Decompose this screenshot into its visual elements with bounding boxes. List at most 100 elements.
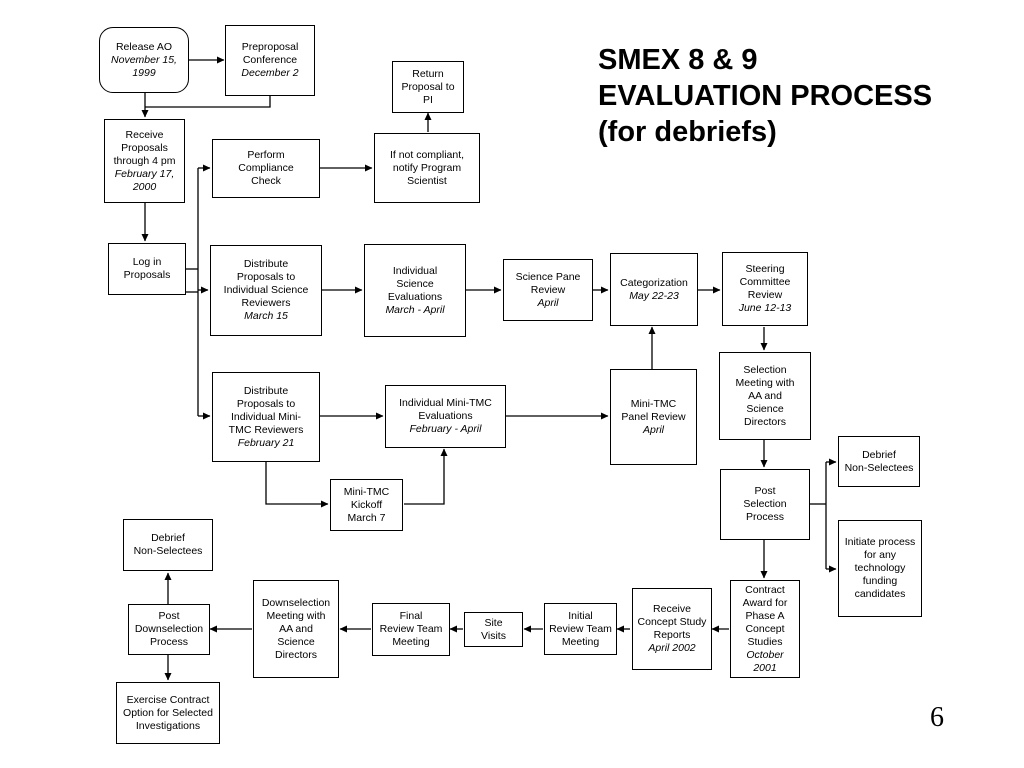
node-label: Distribute — [243, 258, 289, 270]
node-label: Steering — [745, 263, 785, 275]
node-label: Exercise Contract — [126, 693, 210, 706]
node-label: Meeting with — [266, 609, 326, 622]
node-label: notify Program — [392, 161, 462, 174]
node-label: Science — [396, 277, 434, 290]
line-preproposal-merge — [145, 96, 271, 108]
node-downselection-meeting: Downselection Meeting with AA and Scienc… — [253, 580, 339, 678]
node-label: Individual Mini-TMC — [399, 397, 492, 409]
node-label: Categorization — [620, 276, 688, 289]
page-number: 6 — [930, 702, 944, 733]
node-date: March 15 — [244, 310, 288, 322]
node-label: Award for — [742, 596, 788, 609]
node-science-panel: Science Pane Review April — [503, 259, 593, 321]
node-label: AA and — [748, 389, 782, 402]
node-label: Review — [747, 289, 783, 301]
node-date: April — [642, 423, 664, 436]
node-label: Downselection — [261, 596, 331, 609]
node-compliance-check: Perform Compliance Check — [212, 139, 320, 198]
node-not-compliant: If not compliant, notify Program Scienti… — [374, 133, 480, 203]
node-release-ao: Release AO November 15, 1999 — [99, 27, 189, 93]
node-label: Evaluations — [387, 290, 443, 303]
node-label: PI — [423, 93, 433, 106]
node-label: Kickoff — [350, 498, 383, 511]
node-label: Proposals to — [236, 271, 296, 283]
node-label: Debrief — [862, 448, 896, 461]
node-label: Non-Selectees — [133, 545, 203, 557]
node-date: April 2002 — [648, 642, 696, 654]
node-label: TMC Reviewers — [228, 423, 304, 436]
node-label: Reviewers — [241, 297, 291, 309]
node-label: Receive — [125, 128, 164, 141]
node-date: February 17, — [114, 167, 175, 180]
node-log-in-proposals: Log in Proposals — [108, 243, 186, 295]
node-mini-tmc-kickoff: Mini-TMC Kickoff March 7 — [330, 479, 403, 531]
node-label: Panel Review — [621, 410, 686, 423]
node-label: Proposals — [121, 141, 168, 154]
node-label: Meeting — [392, 636, 430, 648]
node-date: March - April — [385, 303, 445, 316]
node-label: Phase A — [745, 609, 785, 622]
node-label: Initial — [568, 609, 593, 622]
node-contract-award: Contract Award for Phase A Concept Studi… — [730, 580, 800, 678]
node-label: Perform — [247, 149, 285, 161]
node-label: Return — [412, 67, 444, 80]
node-label: Check — [251, 175, 281, 187]
node-label: technology — [854, 562, 906, 574]
node-final-review: Final Review Team Meeting — [372, 603, 450, 656]
node-label: funding — [862, 575, 898, 587]
node-label: Science — [277, 635, 315, 648]
node-individual-science: Individual Science Evaluations March - A… — [364, 244, 466, 337]
node-label: AA and — [279, 622, 313, 635]
arrow-kickoff-to-individual-tmc — [404, 448, 448, 505]
node-distribute-science: Distribute Proposals to Individual Scien… — [210, 245, 322, 336]
title-line-3: (for debriefs) — [598, 116, 777, 148]
node-label: Individual Science — [223, 284, 309, 296]
node-label: Meeting — [561, 635, 600, 648]
node-date: 2000 — [132, 180, 157, 193]
node-label: Mini-TMC — [630, 397, 677, 410]
node-site-visits: Site Visits — [464, 612, 523, 647]
node-date: 2001 — [753, 661, 777, 674]
node-label: Concept Study — [637, 616, 707, 628]
node-label: Initiate process — [844, 536, 916, 548]
node-label: Reports — [653, 629, 691, 641]
title-line-2: EVALUATION PROCESS — [598, 80, 933, 112]
node-receive-concept-reports: Receive Concept Study Reports April 2002 — [632, 588, 712, 670]
node-date: October — [746, 648, 784, 661]
node-label: Post — [754, 485, 776, 497]
node-date: May 22-23 — [629, 289, 679, 302]
node-label: If not compliant, — [389, 148, 465, 161]
node-label: Investigations — [135, 719, 201, 732]
node-label: Conference — [242, 54, 298, 66]
arrow-distribute-tmc-to-kickoff — [265, 462, 329, 508]
node-mini-tmc-panel: Mini-TMC Panel Review April — [610, 369, 697, 465]
node-label: Science — [746, 402, 784, 415]
node-label: Proposals to — [236, 397, 296, 410]
node-label: Final — [399, 610, 423, 622]
node-label: Directors — [274, 648, 317, 661]
node-label: Contract — [745, 583, 785, 596]
node-debrief-bottom: Debrief Non-Selectees — [123, 519, 213, 571]
node-label: Science Pane — [515, 270, 581, 283]
node-initiate-process: Initiate process for any technology fund… — [838, 520, 922, 617]
node-selection-meeting: Selection Meeting with AA and Science Di… — [719, 352, 811, 440]
node-label: Downselection — [134, 623, 204, 635]
node-label: Non-Selectees — [844, 461, 914, 474]
node-label: Scientist — [407, 174, 447, 187]
node-label: Review Team — [379, 623, 443, 635]
node-date: June 12-13 — [738, 302, 792, 314]
node-label: Concept — [745, 622, 785, 635]
node-label: Release AO — [115, 40, 173, 53]
node-date: 1999 — [132, 66, 156, 79]
node-label: Proposal to — [401, 80, 455, 93]
title-line-1: SMEX 8 & 9 — [598, 44, 758, 76]
node-label: March 7 — [347, 511, 386, 524]
node-label: Receive — [653, 603, 691, 615]
node-post-selection: Post Selection Process — [720, 469, 810, 540]
node-date: February - April — [409, 423, 482, 435]
node-post-downselection: Post Downselection Process — [128, 604, 210, 655]
node-categorization: Categorization May 22-23 — [610, 253, 698, 326]
node-label: Committee — [739, 276, 791, 288]
node-label: Mini-TMC — [343, 485, 390, 498]
